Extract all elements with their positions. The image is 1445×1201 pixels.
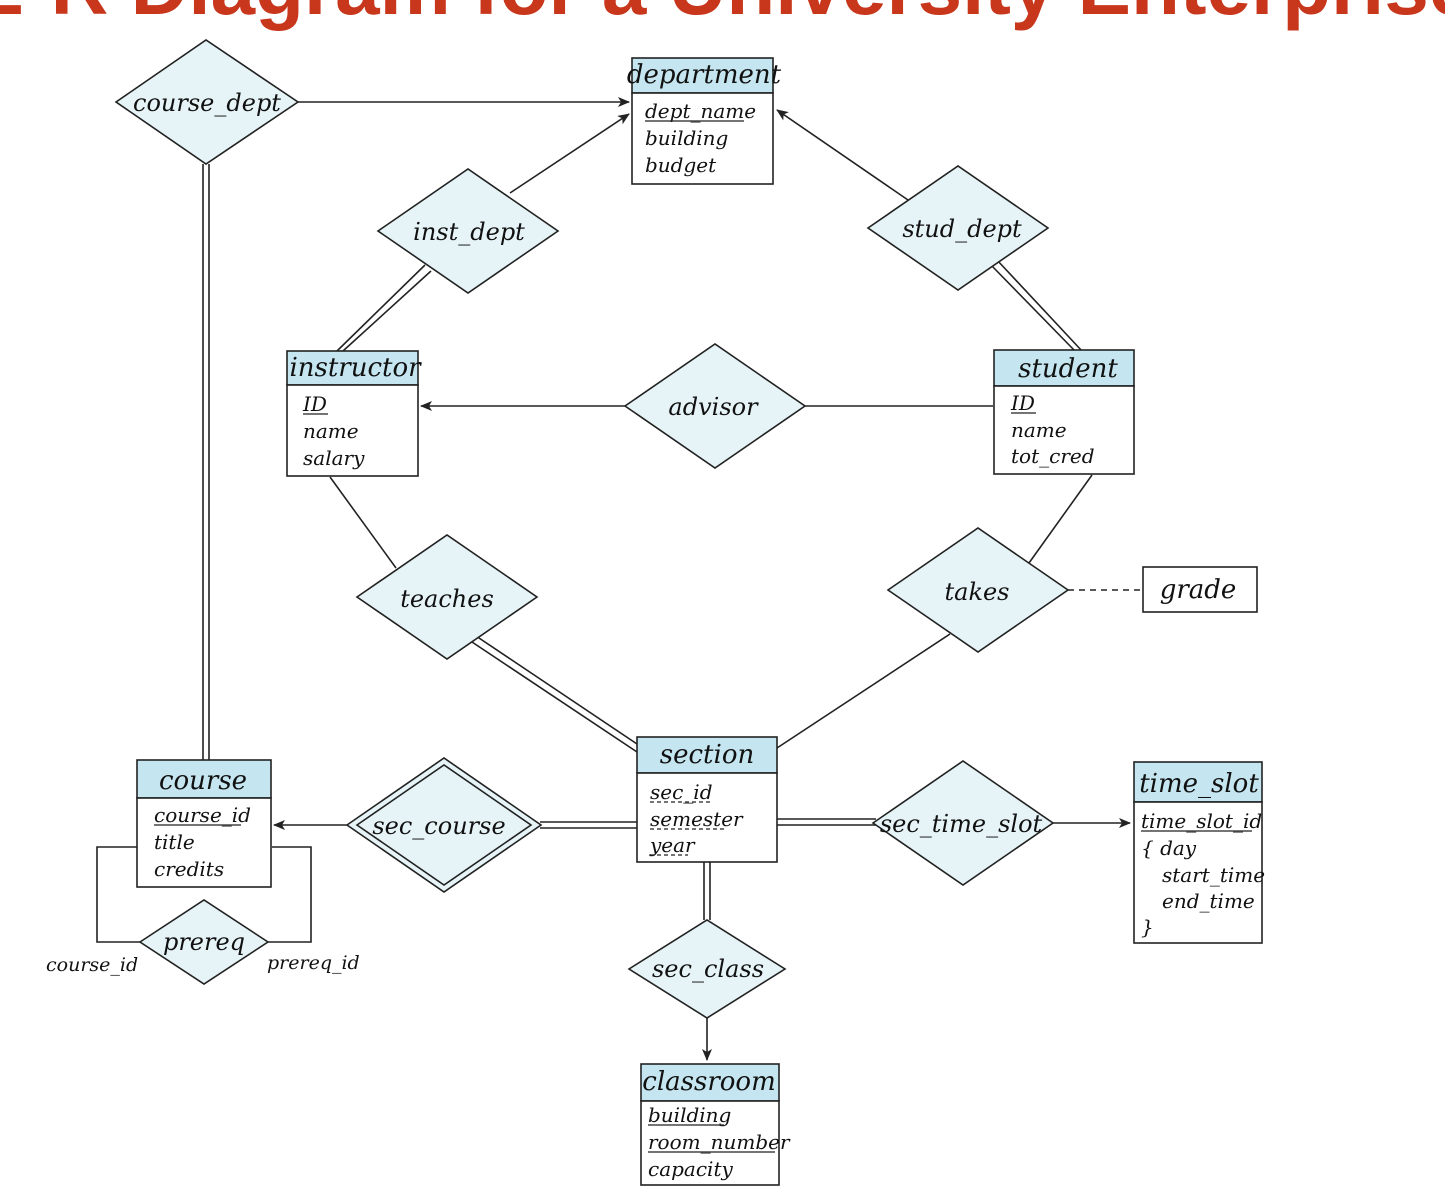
relationship-attribute-grade: grade <box>1142 566 1258 613</box>
attribute: capacity <box>648 1157 733 1181</box>
entity-student: student ID name tot_cred <box>993 349 1135 475</box>
attribute: building <box>645 126 728 150</box>
relationship-takes: takes <box>886 527 1070 653</box>
line-inst-dept-instructor-b <box>342 270 432 352</box>
entity-title: department <box>627 60 782 90</box>
attribute: budget <box>645 153 717 177</box>
line-stud-dept-student-b <box>996 259 1083 352</box>
svg-text:advisor: advisor <box>668 393 759 421</box>
entity-title: section <box>660 740 754 770</box>
svg-text:course_dept: course_dept <box>133 89 281 117</box>
relationship-advisor: advisor <box>623 343 807 469</box>
svg-text:sec_course: sec_course <box>372 812 505 840</box>
attribute-key: ID <box>302 392 327 416</box>
entity-section: section sec_id semester year <box>636 736 778 863</box>
svg-text:inst_dept: inst_dept <box>413 218 525 246</box>
attribute: { day <box>1141 836 1197 860</box>
line-inst-dept-department <box>509 113 630 194</box>
attribute: title <box>154 830 195 854</box>
svg-text:stud_dept: stud_dept <box>902 215 1022 243</box>
relationship-teaches: teaches <box>355 534 539 660</box>
entity-title: instructor <box>289 353 422 383</box>
relationship-sec-course: sec_course <box>345 757 543 893</box>
line-student-takes <box>1028 474 1093 564</box>
svg-text:prereq: prereq <box>163 928 245 956</box>
relationship-sec-class: sec_class <box>627 919 787 1019</box>
relationship-prereq: prereq <box>138 899 270 985</box>
entity-time-slot: time_slot time_slot_id { day start_time … <box>1133 761 1265 944</box>
line-instructor-teaches <box>329 476 397 569</box>
role-label-course-id: course_id <box>46 954 138 976</box>
connectors <box>96 97 1143 1061</box>
attribute: name <box>1011 418 1067 442</box>
attribute: salary <box>303 446 365 470</box>
svg-text:teaches: teaches <box>400 585 494 613</box>
relationship-course-dept: course_dept <box>114 39 300 165</box>
svg-text:sec_time_slot: sec_time_slot <box>880 810 1043 838</box>
attribute: name <box>303 419 359 443</box>
line-stud-dept-department <box>776 109 909 201</box>
relationship-stud-dept: stud_dept <box>866 165 1050 291</box>
attribute-key: sec_id <box>650 780 713 804</box>
attribute-key: course_id <box>154 803 251 827</box>
attribute-key: building <box>648 1103 731 1127</box>
line-teaches-section-b <box>471 641 638 753</box>
attribute: end_time <box>1162 889 1255 913</box>
entity-department: department dept_name building budget <box>627 57 782 185</box>
entity-title: student <box>1018 354 1118 384</box>
attribute: start_time <box>1162 863 1265 887</box>
svg-text:grade: grade <box>1160 575 1237 605</box>
line-stud-dept-student-a <box>990 264 1076 352</box>
entity-course: course course_id title credits <box>136 759 272 888</box>
entity-instructor: instructor ID name salary <box>286 350 422 477</box>
relationship-sec-time-slot: sec_time_slot <box>871 760 1055 886</box>
slide-title: E-R Diagram for a University Enterprise <box>0 0 1445 31</box>
svg-text:takes: takes <box>944 578 1009 606</box>
entity-classroom: classroom building room_number capacity <box>640 1063 791 1186</box>
attribute-key: year <box>649 833 696 857</box>
line-inst-dept-instructor-a <box>336 264 426 352</box>
entity-title: course <box>159 766 247 796</box>
line-prereq-course-right <box>268 846 312 943</box>
relationship-inst-dept: inst_dept <box>376 168 560 294</box>
entity-title: time_slot <box>1139 769 1259 799</box>
attribute-key: dept_name <box>645 99 756 123</box>
svg-text:sec_class: sec_class <box>652 955 764 983</box>
role-label-prereq-id: prereq_id <box>267 952 360 974</box>
attribute-key: time_slot_id <box>1141 809 1262 833</box>
attribute: tot_cred <box>1011 444 1095 468</box>
attribute-key: room_number <box>648 1130 791 1154</box>
line-teaches-section-a <box>475 635 638 745</box>
line-takes-section <box>776 633 951 749</box>
attribute: } <box>1141 915 1154 939</box>
entity-title: classroom <box>642 1067 775 1097</box>
attribute-key: semester <box>650 807 744 831</box>
line-prereq-course-left <box>96 846 140 943</box>
attribute: credits <box>154 857 224 881</box>
attribute-key: ID <box>1010 391 1035 415</box>
